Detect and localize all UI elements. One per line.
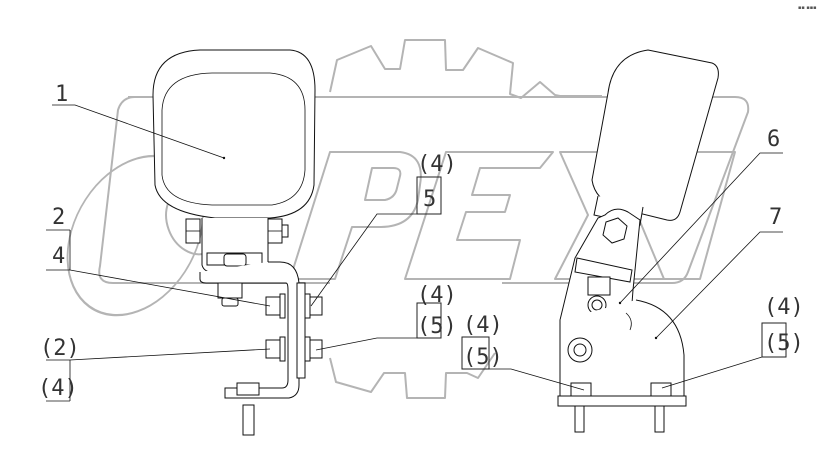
base-bolt-shank <box>242 404 255 436</box>
leader-7 <box>655 231 783 339</box>
left-assembly <box>152 49 323 436</box>
center-bolt-tip <box>221 297 239 307</box>
washer-upper-left <box>279 293 286 319</box>
callout-2: 2 <box>52 205 65 230</box>
arm-hex-bolt <box>602 217 628 244</box>
callout-4-lower: (4) <box>463 313 503 338</box>
washer-upper-right <box>304 293 311 319</box>
callout-6: 6 <box>767 127 780 152</box>
l-bracket <box>199 261 300 399</box>
watermark-gear-bottom <box>329 352 496 399</box>
yoke-bolt-end <box>281 224 289 238</box>
callout-4-upper: (4) <box>417 152 457 177</box>
bracket-tab <box>625 312 632 331</box>
mounting-base-bracket <box>559 299 685 399</box>
leader-4-5-middle <box>315 337 417 351</box>
callouts: 1 2 4 (2) (4) (4) 5 (4) (5) (4) (5) 6 7 … <box>38 82 804 401</box>
leader-1 <box>52 104 225 159</box>
washer-lower-right <box>304 336 311 362</box>
callout-2-paren: (2) <box>40 336 80 361</box>
callout-4-boxed: 4 <box>52 244 65 269</box>
callout-4-middle: (4) <box>417 283 457 308</box>
lamp-side-view <box>591 49 719 221</box>
callout-5-upper: 5 <box>423 187 436 212</box>
base-bolt-head <box>236 382 260 396</box>
center-nut <box>217 282 243 299</box>
callout-5-middle-box <box>416 302 442 339</box>
watermark-letter-p <box>289 151 422 280</box>
leader-6 <box>619 152 783 304</box>
callout-5-lower: (5) <box>463 345 503 370</box>
callout-4-right: (4) <box>764 295 804 320</box>
clamp-nut <box>587 276 611 296</box>
callout-1: 1 <box>55 82 68 107</box>
corner-mark: ▪▪ ▪▪▪ <box>798 5 817 11</box>
stud-left <box>574 405 585 433</box>
watermark-frame <box>98 96 750 284</box>
clamp-block <box>574 257 633 283</box>
watermark-letter-e <box>404 151 554 280</box>
bracket-side-plate <box>296 282 306 379</box>
washer-lower-left <box>279 336 286 362</box>
callout-5-right-box <box>761 322 787 358</box>
leader-4-5-upper <box>310 213 417 307</box>
base-nut-right <box>650 382 672 397</box>
lamp-lens <box>161 72 306 206</box>
watermark-slash <box>660 151 736 280</box>
bracket-nut-upper-right <box>309 296 323 316</box>
stud-right <box>654 405 665 433</box>
lamp-outer-housing <box>152 49 316 219</box>
base-plate <box>557 395 687 407</box>
callout-7: 7 <box>769 205 782 230</box>
right-assembly <box>557 49 719 433</box>
callout-5-middle: (5) <box>417 314 457 339</box>
callout-5-right: (5) <box>764 331 804 356</box>
clamp-eye-inner <box>591 299 603 311</box>
pivot-bolt <box>573 343 587 357</box>
watermark-gear-top <box>329 39 602 99</box>
callout-5-lower-box <box>461 336 490 370</box>
callout-5-box <box>416 176 442 215</box>
center-bolt-head <box>223 253 247 267</box>
callout-4-paren-boxed: (4) <box>38 376 78 401</box>
